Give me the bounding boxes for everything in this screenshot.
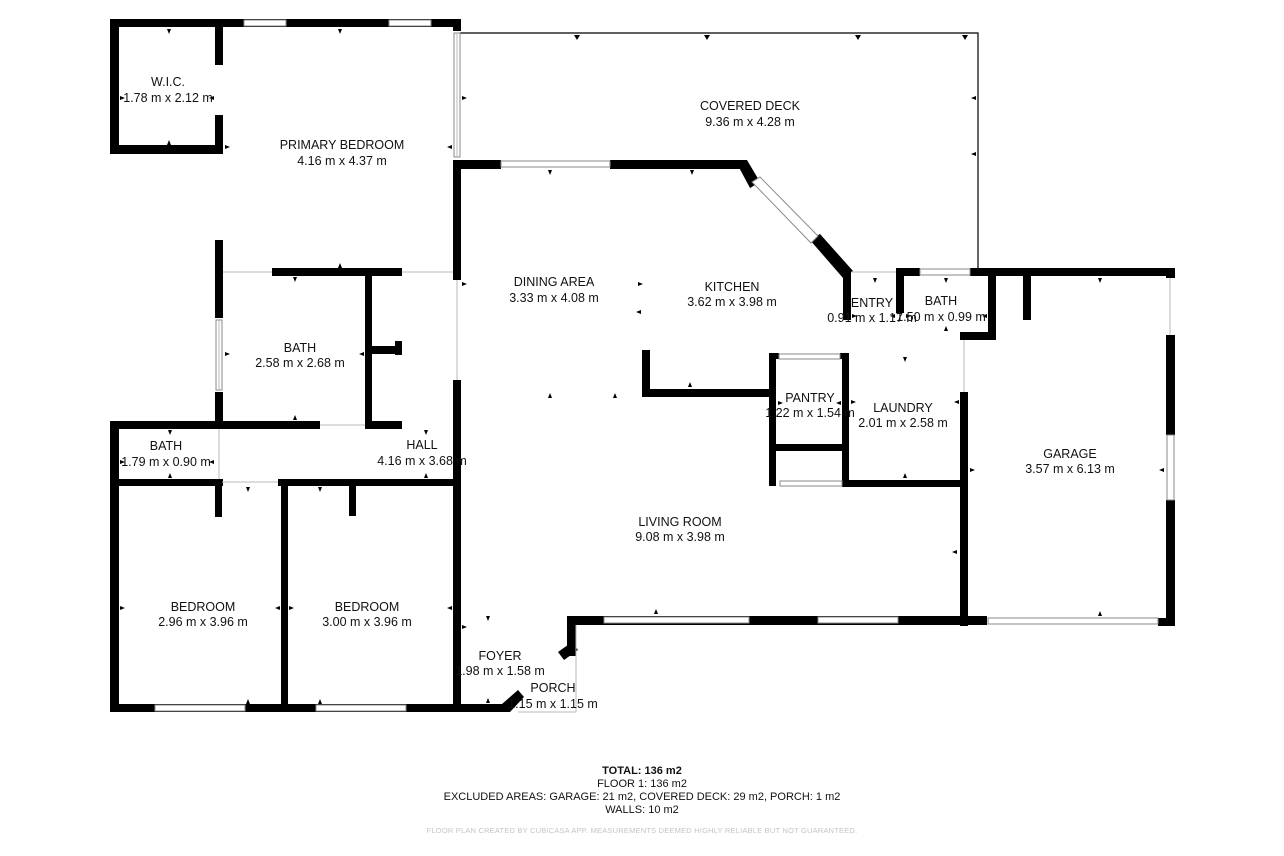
room-dims-bedroom-3: 3.00 m x 3.96 m bbox=[322, 615, 412, 629]
room-dims-foyer: 1.98 m x 1.58 m bbox=[455, 664, 545, 678]
room-name-living-room: LIVING ROOM bbox=[638, 515, 721, 529]
room-dims-bath-laundry: 1.50 m x 0.99 m bbox=[896, 310, 986, 324]
room-name-pantry: PANTRY bbox=[785, 391, 835, 405]
room-dims-wic: 1.78 m x 2.12 m bbox=[123, 91, 213, 105]
room-name-bath-main: BATH bbox=[284, 341, 316, 355]
room-dims-primary-bedroom: 4.16 m x 4.37 m bbox=[297, 154, 387, 168]
room-dims-garage: 3.57 m x 6.13 m bbox=[1025, 462, 1115, 476]
room-name-bedroom-3: BEDROOM bbox=[335, 600, 400, 614]
room-dims-hall: 4.16 m x 3.68 m bbox=[377, 454, 467, 468]
room-name-bedroom-2: BEDROOM bbox=[171, 600, 236, 614]
room-dims-pantry: 1.22 m x 1.54 m bbox=[765, 406, 855, 420]
room-dims-bath-small: 1.79 m x 0.90 m bbox=[121, 455, 211, 469]
disclaimer: FLOOR PLAN CREATED BY CUBICASA APP. MEAS… bbox=[426, 826, 858, 835]
room-name-entry: ENTRY bbox=[851, 296, 894, 310]
walls bbox=[110, 19, 1175, 712]
room-dims-laundry: 2.01 m x 2.58 m bbox=[858, 416, 948, 430]
room-dims-bath-main: 2.58 m x 2.68 m bbox=[255, 356, 345, 370]
room-dims-porch: 1.15 m x 1.15 m bbox=[508, 697, 598, 711]
room-name-primary-bedroom: PRIMARY BEDROOM bbox=[280, 138, 405, 152]
windows bbox=[154, 19, 1175, 712]
room-name-garage: GARAGE bbox=[1043, 447, 1097, 461]
covered-deck-outline bbox=[460, 32, 979, 271]
measurement-markers bbox=[120, 29, 1164, 704]
room-name-foyer: FOYER bbox=[478, 649, 521, 663]
room-name-bath-laundry: BATH bbox=[925, 294, 957, 308]
room-name-dining-area: DINING AREA bbox=[514, 275, 595, 289]
walls-area: WALLS: 10 m2 bbox=[605, 804, 679, 816]
room-dims-bedroom-2: 2.96 m x 3.96 m bbox=[158, 615, 248, 629]
room-dims-entry: 0.91 m x 1.17 m bbox=[827, 311, 917, 325]
excluded-areas: EXCLUDED AREAS: GARAGE: 21 m2, COVERED D… bbox=[443, 791, 841, 803]
room-dims-kitchen: 3.62 m x 3.98 m bbox=[687, 295, 777, 309]
room-dims-living-room: 9.08 m x 3.98 m bbox=[635, 530, 725, 544]
floor-area: FLOOR 1: 136 m2 bbox=[597, 778, 687, 790]
openings bbox=[218, 271, 1171, 713]
total-area: TOTAL: 136 m2 bbox=[602, 765, 682, 777]
room-name-covered-deck: COVERED DECK bbox=[700, 99, 801, 113]
room-dims-covered-deck: 9.36 m x 4.28 m bbox=[705, 115, 795, 129]
room-dims-dining-area: 3.33 m x 4.08 m bbox=[509, 291, 599, 305]
room-name-bath-small: BATH bbox=[150, 439, 182, 453]
room-name-hall: HALL bbox=[406, 438, 437, 452]
room-name-porch: PORCH bbox=[530, 681, 575, 695]
room-labels: W.I.C. 1.78 m x 2.12 m PRIMARY BEDROOM 4… bbox=[121, 75, 1115, 711]
area-summary: TOTAL: 136 m2 FLOOR 1: 136 m2 EXCLUDED A… bbox=[0, 765, 1284, 817]
room-name-kitchen: KITCHEN bbox=[705, 280, 760, 294]
room-name-laundry: LAUNDRY bbox=[873, 401, 933, 415]
room-name-wic: W.I.C. bbox=[151, 75, 185, 89]
